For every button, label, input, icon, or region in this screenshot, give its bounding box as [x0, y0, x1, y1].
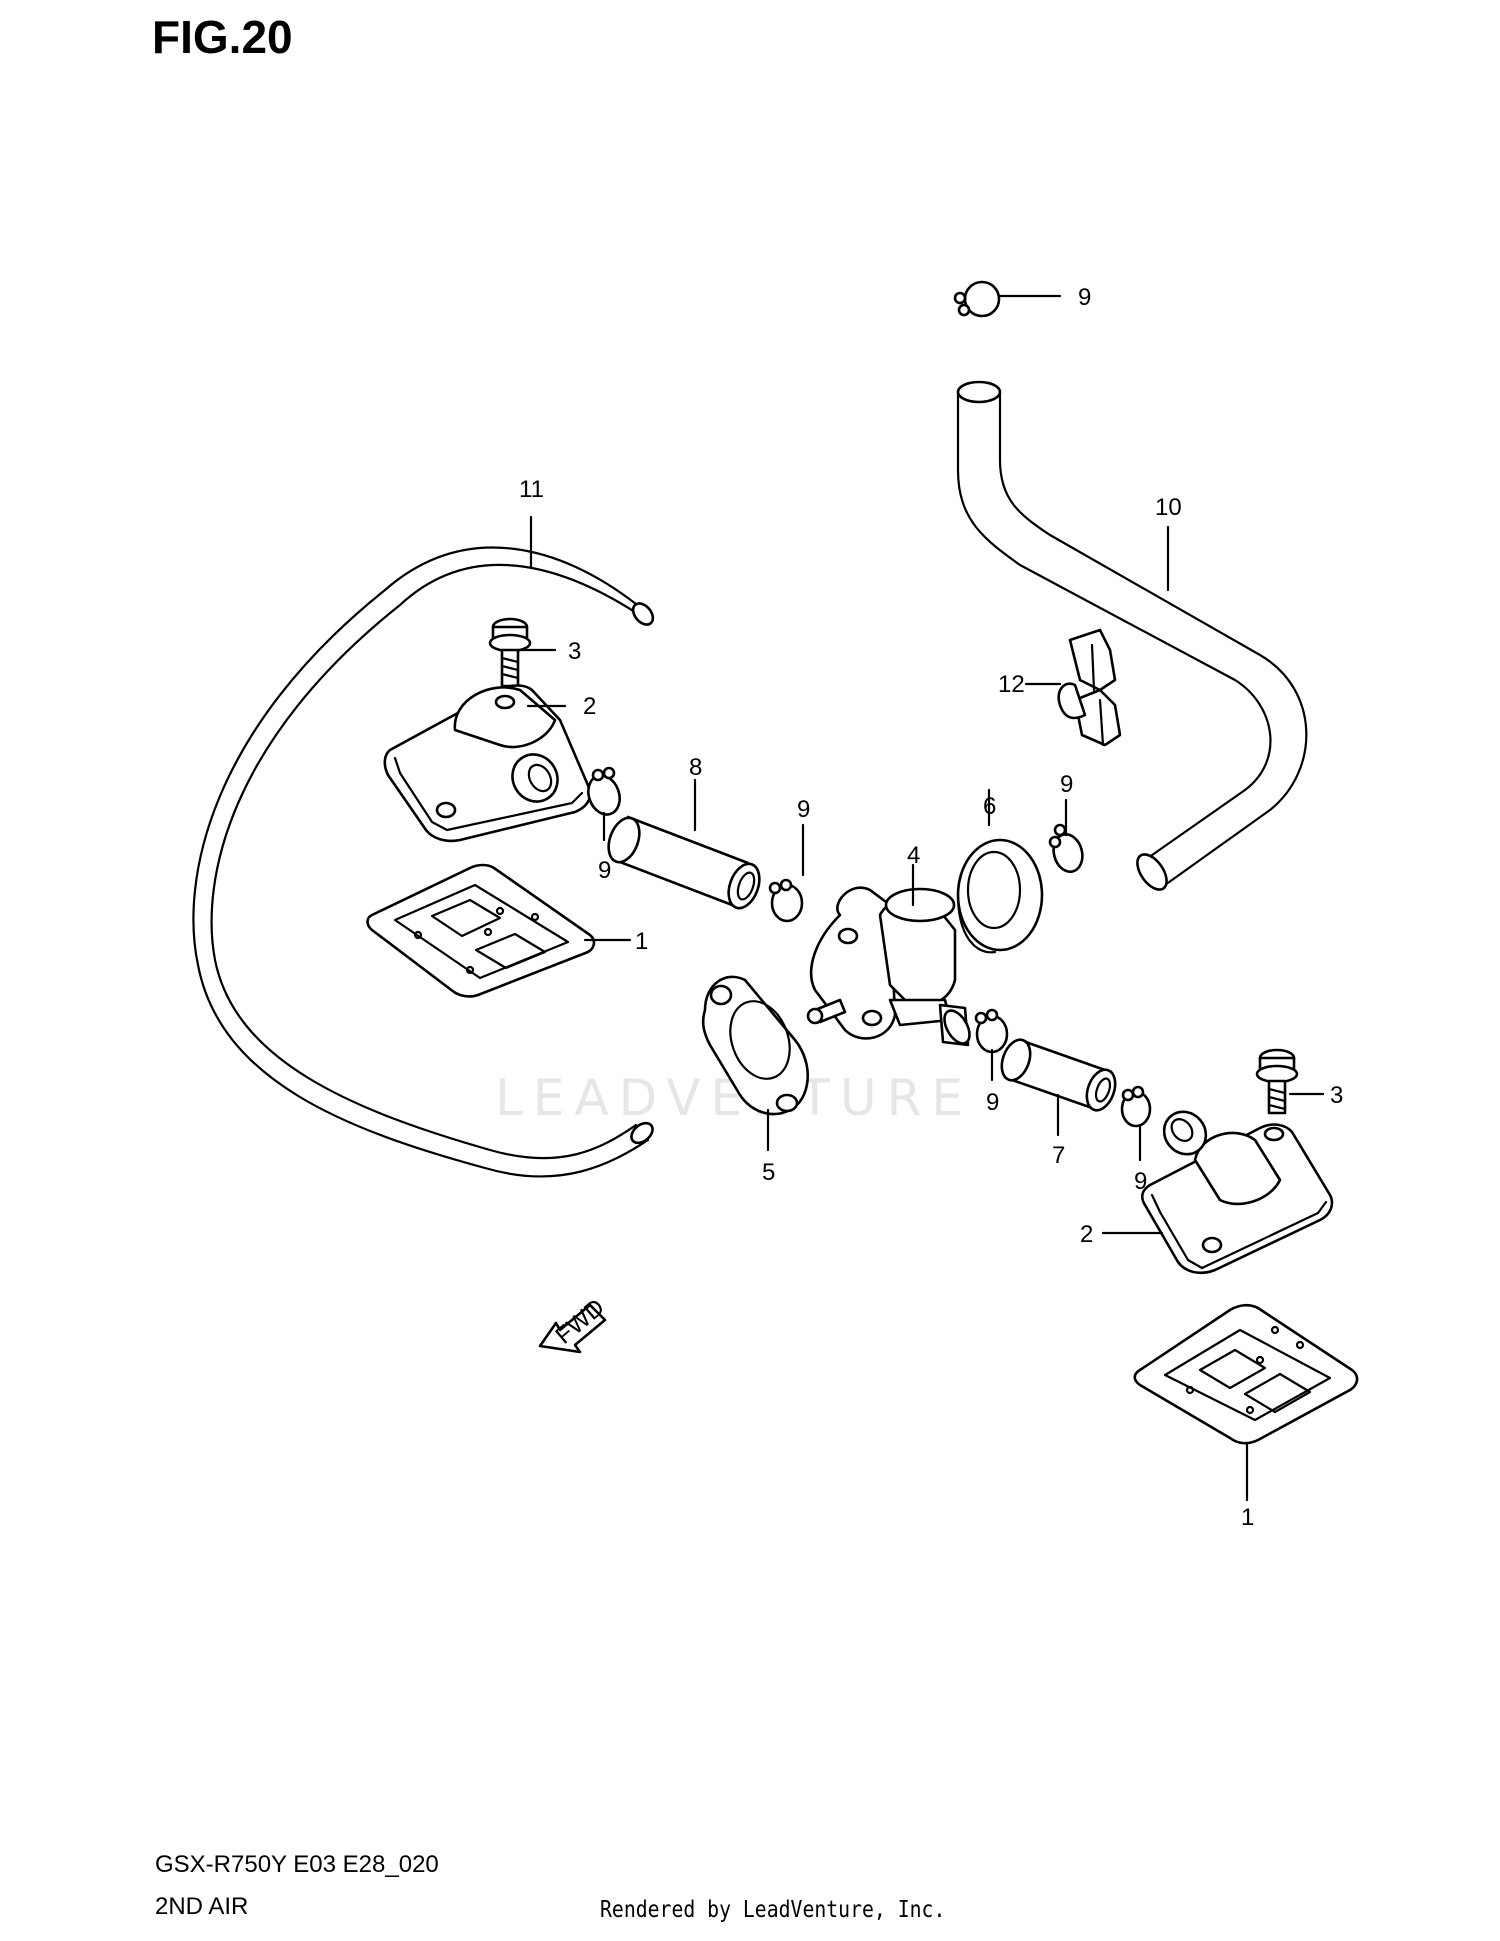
hose-part-8[interactable] — [603, 814, 765, 913]
valve-part-4[interactable] — [806, 886, 975, 1048]
hose-part-7[interactable] — [997, 1036, 1121, 1114]
bolt-part-3-left[interactable] — [488, 617, 532, 688]
seal-part-6[interactable] — [956, 838, 1044, 954]
clip-part-12[interactable] — [1057, 628, 1122, 747]
cover-part-2-right[interactable] — [1140, 1103, 1334, 1275]
flange-part-5[interactable] — [701, 975, 809, 1116]
callout-11: 11 — [519, 476, 544, 503]
bolt-part-3-right[interactable] — [1255, 1048, 1299, 1115]
rendered-by-credit: Rendered by LeadVenture, Inc. — [600, 1897, 946, 1923]
callout-8: 8 — [689, 754, 702, 781]
callout-9-e: 9 — [1134, 1168, 1147, 1195]
callout-9-b: 9 — [1060, 771, 1073, 798]
hose-part-11[interactable] — [192, 546, 656, 1178]
callout-1-right: 1 — [1241, 1504, 1254, 1531]
callout-10: 10 — [1155, 494, 1182, 521]
fwd-arrow-icon: FWD — [538, 1294, 610, 1354]
callout-3-left: 3 — [568, 638, 581, 665]
callout-5: 5 — [762, 1159, 775, 1186]
callout-3-right: 3 — [1330, 1082, 1343, 1109]
clamp-part-9-top[interactable] — [953, 280, 1001, 318]
callout-6: 6 — [983, 793, 996, 820]
reed-plate-part-1-right[interactable] — [1133, 1303, 1359, 1445]
callout-1-left: 1 — [635, 928, 648, 955]
clamp-part-9-a[interactable] — [583, 766, 625, 819]
callout-9-c: 9 — [598, 857, 611, 884]
callout-9-a: 9 — [797, 796, 810, 823]
callout-7: 7 — [1052, 1142, 1065, 1169]
callout-2-left: 2 — [583, 693, 596, 720]
callout-9-d: 9 — [986, 1089, 999, 1116]
callout-9-top: 9 — [1078, 284, 1091, 311]
clamp-part-9-c[interactable] — [1048, 823, 1087, 875]
section-name: 2ND AIR — [155, 1893, 249, 1920]
clamp-part-9-e[interactable] — [1120, 1085, 1152, 1128]
reed-plate-part-1-left[interactable] — [366, 863, 596, 998]
hose-part-10[interactable] — [956, 380, 1308, 895]
clamp-part-9-b[interactable] — [768, 878, 804, 923]
model-code: GSX-R750Y E03 E28_020 — [155, 1851, 439, 1878]
clamp-part-9-d[interactable] — [974, 1008, 1009, 1054]
leader-lines — [516, 294, 1325, 1502]
callout-2-right: 2 — [1080, 1221, 1093, 1248]
callout-4: 4 — [907, 842, 920, 869]
figure-title: FIG.20 — [152, 11, 293, 63]
cover-part-2-left[interactable] — [383, 684, 592, 843]
callout-12: 12 — [998, 671, 1025, 698]
